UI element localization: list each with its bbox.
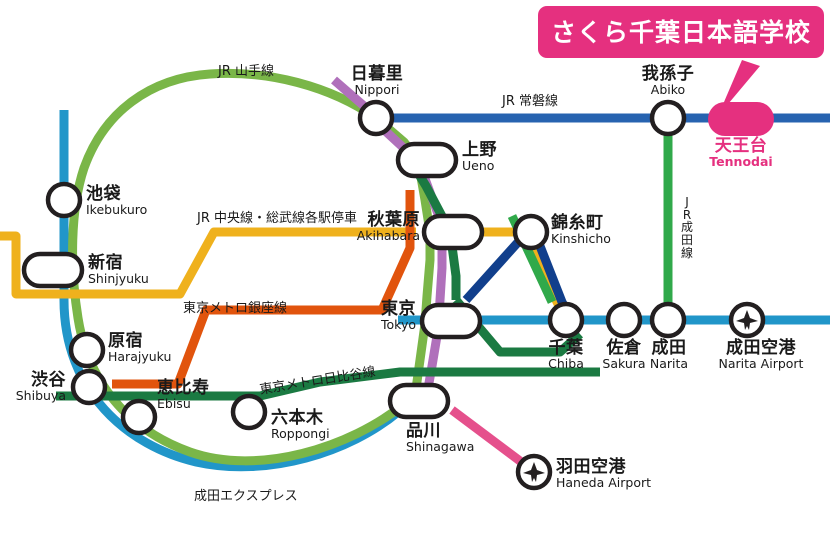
station-label-ikebukuro-jp: 池袋 (86, 184, 121, 204)
station-label-ebisu-jp: 恵比寿 (157, 378, 210, 398)
station-label-akihabara: 秋葉原 Akihabara (334, 210, 420, 244)
station-label-nippori: 日暮里 Nippori (334, 64, 420, 98)
station-marker-tennodai[interactable] (708, 102, 774, 136)
line-chuo-sobu-west (0, 231, 21, 262)
station-label-shinjyuku-en: Shinjyuku (88, 271, 149, 287)
station-label-shibuya-jp: 渋谷 (31, 370, 66, 390)
station-marker-shibuya[interactable] (70, 368, 108, 406)
station-label-abiko-jp: 我孫子 (641, 64, 695, 84)
station-label-shinjyuku-jp: 新宿 (88, 253, 123, 273)
line-label-narita: J R 成 田 線 (680, 195, 693, 260)
line-sobu-rapid-tokyo-kinshicho (462, 236, 524, 304)
station-label-chiba-en: Chiba (548, 356, 584, 372)
station-label-roppongi: 六本木 Roppongi (271, 408, 330, 442)
station-marker-tokyo[interactable] (419, 302, 483, 340)
station-label-harajyuku-en: Harajyuku (108, 349, 172, 365)
station-marker-akihabara[interactable] (421, 213, 485, 251)
station-label-abiko: 我孫子 Abiko (624, 64, 712, 98)
station-label-shinjyuku: 新宿 Shinjyuku (88, 253, 149, 287)
station-label-chiba: 千葉 Chiba (530, 338, 602, 372)
station-label-tennodai-en: Tennodai (709, 154, 773, 170)
station-label-ueno-jp: 上野 (462, 140, 497, 160)
school-callout-label: さくら千葉日本語学校 (550, 18, 811, 47)
station-label-kinshicho: 錦糸町 Kinshicho (551, 213, 611, 247)
school-callout[interactable]: さくら千葉日本語学校 (537, 6, 824, 58)
station-label-akihabara-jp: 秋葉原 (367, 210, 420, 230)
station-marker-roppongi[interactable] (230, 393, 268, 431)
station-marker-ikebukuro[interactable] (45, 181, 83, 219)
station-label-abiko-en: Abiko (650, 82, 686, 98)
station-label-narita: 成田 Narita (638, 338, 700, 372)
station-label-tokyo-jp: 東京 (381, 299, 416, 319)
station-marker-narita-airport[interactable] (728, 301, 766, 339)
line-label-yamanote: JR 山手線 (218, 64, 274, 79)
station-label-shibuya-en: Shibuya (15, 388, 66, 404)
station-label-roppongi-en: Roppongi (271, 426, 330, 442)
station-marker-narita[interactable] (649, 301, 687, 339)
line-keikyu-haneda (449, 406, 535, 474)
line-yamanote-loop (68, 68, 407, 466)
station-label-haneda-airport: 羽田空港 Haneda Airport (556, 457, 652, 491)
station-label-narita-en: Narita (649, 356, 689, 372)
station-label-harajyuku-jp: 原宿 (108, 331, 143, 351)
station-marker-sakura[interactable] (605, 301, 643, 339)
station-label-shinagawa-en: Shinagawa (406, 439, 475, 455)
station-marker-nippori[interactable] (357, 99, 395, 137)
station-label-sakura-en: Sakura (602, 356, 646, 372)
station-label-nippori-jp: 日暮里 (350, 64, 404, 84)
station-label-akihabara-en: Akihabara (356, 228, 420, 244)
station-label-shinagawa-jp: 品川 (406, 421, 441, 441)
station-marker-kinshicho[interactable] (512, 213, 550, 251)
station-label-sakura: 佐倉 Sakura (590, 338, 658, 372)
station-label-chiba-jp: 千葉 (548, 338, 584, 358)
station-label-tennodai: 天王台 Tennodai (697, 136, 785, 170)
station-label-ebisu: 恵比寿 Ebisu (157, 378, 210, 412)
station-label-ueno-en: Ueno (462, 158, 495, 174)
station-label-narita-airport: 成田空港 Narita Airport (700, 338, 822, 372)
station-marker-shinjyuku[interactable] (21, 251, 85, 289)
station-marker-ebisu[interactable] (120, 398, 158, 436)
station-label-tokyo-en: Tokyo (381, 317, 416, 333)
station-label-harajyuku: 原宿 Harajyuku (108, 331, 172, 365)
line-purple-north (331, 76, 367, 110)
line-label-joban: JR 常磐線 (502, 94, 558, 109)
station-label-roppongi-jp: 六本木 (271, 408, 324, 428)
line-ginza (112, 190, 415, 389)
station-label-shinagawa: 品川 Shinagawa (406, 421, 475, 455)
station-label-kinshicho-en: Kinshicho (551, 231, 611, 247)
station-label-ikebukuro-en: Ikebukuro (86, 202, 148, 218)
station-label-ebisu-en: Ebisu (157, 396, 191, 412)
station-marker-abiko[interactable] (649, 99, 687, 137)
station-label-narita-airport-en: Narita Airport (718, 356, 804, 372)
line-chuo-sobu-shinjuku-south (11, 227, 416, 299)
station-label-haneda-airport-jp: 羽田空港 (556, 457, 626, 477)
station-label-narita-airport-jp: 成田空港 (726, 338, 796, 358)
station-label-nippori-en: Nippori (354, 82, 400, 98)
station-marker-haneda-airport[interactable] (515, 453, 553, 491)
station-marker-harajyuku[interactable] (68, 331, 106, 369)
line-label-ginza: 東京メトロ銀座線 (183, 301, 288, 316)
station-marker-ueno[interactable] (395, 141, 459, 179)
station-marker-shinagawa[interactable] (387, 382, 451, 420)
station-label-tennodai-jp: 天王台 (714, 136, 768, 156)
line-hibiya (56, 367, 600, 401)
station-label-shibuya: 渋谷 Shibuya (0, 370, 66, 404)
station-label-ikebukuro: 池袋 Ikebukuro (86, 184, 148, 218)
station-label-kinshicho-jp: 錦糸町 (551, 213, 604, 233)
station-label-sakura-jp: 佐倉 (606, 338, 642, 358)
station-label-haneda-airport-en: Haneda Airport (556, 475, 652, 491)
station-label-tokyo: 東京 Tokyo (334, 299, 416, 333)
line-label-chuo-sobu: JR 中央線・総武線各駅停車 (197, 211, 357, 226)
station-label-narita-jp: 成田 (651, 338, 687, 358)
station-marker-chiba[interactable] (547, 301, 585, 339)
line-label-narita-express: 成田エクスプレス (194, 489, 298, 504)
station-label-ueno: 上野 Ueno (462, 140, 497, 174)
